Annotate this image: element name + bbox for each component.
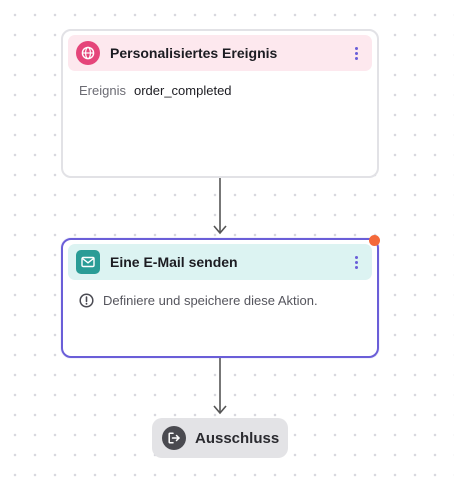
trigger-node[interactable]: Personalisiertes Ereignis Ereignis order_… [61,29,379,178]
status-indicator-dot [369,235,380,246]
trigger-node-menu-button[interactable] [348,43,364,63]
kebab-dot [354,260,358,264]
exit-icon [162,426,186,450]
action-warning-text: Definiere und speichere diese Aktion. [103,293,318,308]
globe-icon [76,41,100,65]
mail-icon [76,250,100,274]
alert-circle-icon [79,293,94,308]
connector-action-to-exit [213,358,227,415]
kebab-dot [354,46,358,50]
kebab-dot [354,255,358,259]
kebab-dot [354,51,358,55]
exit-node[interactable]: Ausschluss [152,418,288,458]
kebab-dot [354,265,358,269]
event-field-label: Ereignis [79,83,126,98]
trigger-node-title: Personalisiertes Ereignis [110,45,278,61]
action-node-title: Eine E-Mail senden [110,254,238,270]
event-field-value: order_completed [133,83,232,98]
trigger-node-header[interactable]: Personalisiertes Ereignis [68,35,372,71]
action-warning: Definiere und speichere diese Aktion. [79,293,318,308]
exit-node-label: Ausschluss [195,429,280,447]
event-field-row: Ereignis order_completed [79,83,232,98]
action-node-header[interactable]: Eine E-Mail senden [68,244,372,280]
kebab-dot [354,56,358,60]
action-node[interactable]: Eine E-Mail senden Definiere und speiche… [61,238,379,358]
connector-trigger-to-action [213,178,227,235]
action-node-menu-button[interactable] [348,252,364,272]
